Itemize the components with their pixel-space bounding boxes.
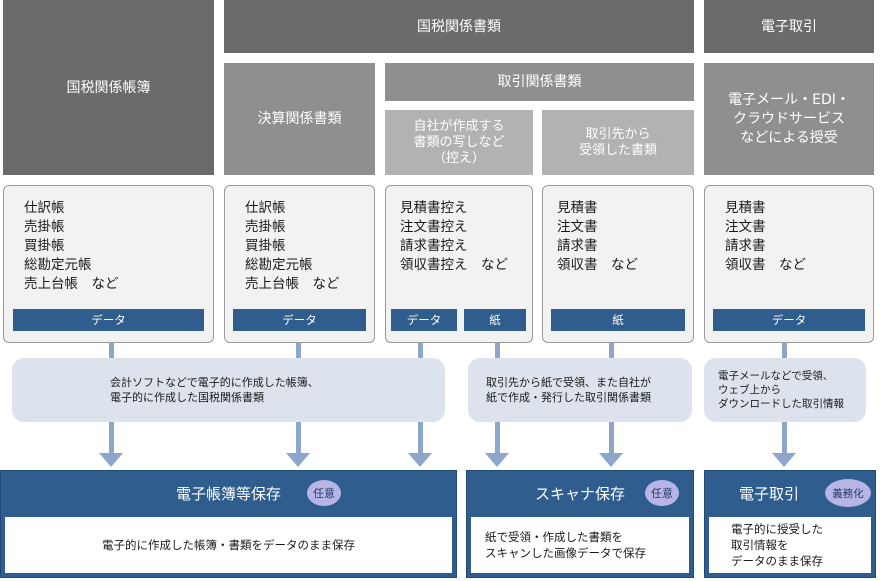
- tag-data: データ: [13, 309, 204, 331]
- result-scanner: スキャナ保存 任意 紙で受領・作成した書類を スキャンした画像データで保存: [466, 470, 694, 578]
- result-scanner-desc: 紙で受領・作成した書類を スキャンした画像データで保存: [471, 517, 689, 573]
- note-middle: 取引先から紙で受領、また自社が 紙で作成・発行した取引関係書類: [468, 358, 692, 422]
- header-denshi-desc: 電子メール・EDI・ クラウドサービス などによる授受: [704, 63, 874, 175]
- card-jisha-items: 見積書控え 注文書控え 請求書控え 領収書控え など: [400, 200, 508, 273]
- tag-data: データ: [713, 309, 865, 331]
- tag-data: データ: [391, 309, 457, 331]
- result-choubo: 電子帳簿等保存 任意 電子的に作成した帳簿・書類をデータのまま保存: [0, 470, 457, 578]
- result-scanner-title: スキャナ保存: [534, 484, 625, 503]
- header-kessan-shorui: 決算関係書類: [224, 63, 375, 175]
- header-kokuzei-choubo: 国税関係帳簿: [3, 0, 214, 175]
- arrow-down-icon: [485, 453, 509, 467]
- card-denshi-items: 見積書 注文書 請求書 領収書 など: [725, 200, 806, 273]
- result-choubo-title: 電子帳簿等保存: [175, 484, 281, 503]
- header-torihiki-shorui: 取引関係書類: [385, 63, 694, 101]
- tag-data: データ: [233, 309, 366, 331]
- card-denshi: 見積書 注文書 請求書 領収書 など データ: [704, 185, 874, 343]
- card-aite-items: 見積書 注文書 請求書 領収書 など: [557, 200, 638, 273]
- tag-paper: 紙: [464, 309, 526, 331]
- card-choubo: 仕訳帳 売掛帳 買掛帳 総勘定元帳 売上台帳 など データ: [3, 185, 214, 343]
- note-left: 会計ソフトなどで電子的に作成した帳簿、 電子的に作成した国税関係書類: [12, 358, 445, 422]
- result-denshi: 電子取引 義務化 電子的に授受した 取引情報を データのまま保存: [704, 470, 876, 578]
- badge-gimuka: 義務化: [825, 479, 871, 507]
- card-aite: 見積書 注文書 請求書 領収書 など 紙: [542, 185, 694, 343]
- card-jisha: 見積書控え 注文書控え 請求書控え 領収書控え など データ 紙: [385, 185, 533, 343]
- card-kessan: 仕訳帳 売掛帳 買掛帳 総勘定元帳 売上台帳 など データ: [224, 185, 375, 343]
- result-choubo-desc: 電子的に作成した帳簿・書類をデータのまま保存: [5, 517, 452, 573]
- arrow-down-icon: [286, 453, 310, 467]
- header-aite-juryou: 取引先から 受領した書類: [542, 110, 694, 175]
- header-jisha-sakusei: 自社が作成する 書類の写しなど （控え）: [385, 110, 533, 175]
- result-denshi-desc: 電子的に授受した 取引情報を データのまま保存: [709, 517, 871, 573]
- arrow-down-icon: [408, 453, 432, 467]
- badge-nini: 任意: [645, 480, 679, 506]
- arrow-down-icon: [599, 453, 623, 467]
- note-right: 電子メールなどで受領、 ウェブ上から ダウンロードした取引情報: [704, 358, 866, 422]
- header-denshi-torihiki: 電子取引: [704, 0, 874, 53]
- header-kokuzei-shorui: 国税関係書類: [224, 0, 694, 53]
- card-choubo-items: 仕訳帳 売掛帳 買掛帳 総勘定元帳 売上台帳 など: [24, 200, 119, 292]
- arrow-down-icon: [772, 453, 796, 467]
- card-kessan-items: 仕訳帳 売掛帳 買掛帳 総勘定元帳 売上台帳 など: [245, 200, 340, 292]
- result-denshi-title: 電子取引: [739, 484, 800, 503]
- arrow-down-icon: [99, 453, 123, 467]
- tag-paper: 紙: [551, 309, 685, 331]
- badge-nini: 任意: [307, 480, 341, 506]
